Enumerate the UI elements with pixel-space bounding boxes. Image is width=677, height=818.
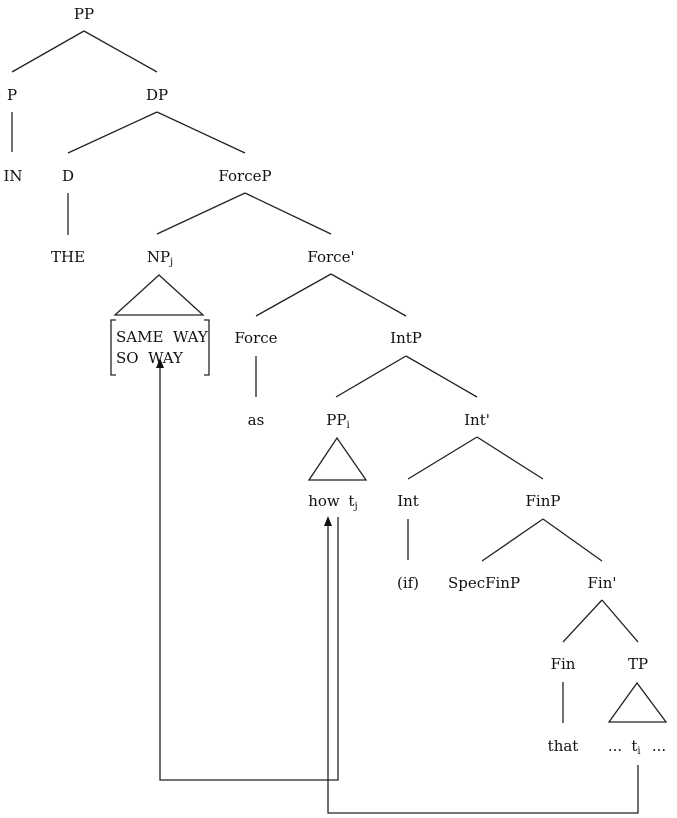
node-intp: IntP [390,329,422,347]
node-force-text: Force [234,329,278,347]
node-dp-text: DP [145,86,169,104]
node-fin-text: Fin [550,655,576,673]
leaf-same-way: SAME WAY [116,328,208,346]
leaf-if-text: (if) [396,574,420,592]
ellipsis-left: ... [608,737,622,755]
np-index: j [170,257,174,268]
node-tp: TP [628,655,648,673]
leaf-if: (if) [397,574,419,592]
leaf-as: as [248,411,265,429]
leaf-so-way: SO WAY [116,349,183,367]
leaf-in-text: IN [3,167,23,185]
node-pp-root-text: PP [73,5,95,23]
ellipsis-right-text: ... [651,737,667,755]
trace-t-i-text: t [631,737,638,755]
node-forcep-text: ForceP [218,167,272,185]
node-d: D [62,167,74,185]
trace-t-j-index: j [354,501,358,512]
node-d-text: D [61,167,75,185]
node-pp-i: PPi [326,411,350,431]
node-intp-text: IntP [390,329,422,347]
np-bracket-content: SAME WAY SO WAY [116,327,208,369]
node-p: P [7,86,17,104]
leaf-in: IN [3,167,22,185]
node-force-bar-text: Force' [307,248,355,266]
leaf-the: THE [51,248,85,266]
arrowhead-i [324,516,332,526]
node-finp-text: FinP [525,492,561,510]
node-fin-bar: Fin' [588,574,617,592]
node-pp-i-text: PP [326,411,347,429]
movement-path-i [327,525,639,814]
leaf-the-text: THE [50,248,86,266]
leaf-as-text: as [247,411,265,429]
movement-path-j [159,368,339,781]
trace-t-j-text: t [348,492,355,510]
leaf-how: how [308,492,340,510]
node-forcep: ForceP [218,167,271,185]
pp-i-index: i [346,420,350,431]
node-np-j: NPj [146,248,174,268]
node-int-bar: Int' [464,411,490,429]
arrowhead-j [156,358,164,368]
node-pp-root: PP [74,5,94,23]
node-int-bar-text: Int' [464,411,490,429]
ellipsis-right: ... [652,737,666,755]
node-fin: Fin [551,655,576,673]
node-force-bar: Force' [307,248,354,266]
node-fin-bar-text: Fin' [587,574,617,592]
node-dp: DP [146,86,168,104]
node-specfinp: SpecFinP [448,574,520,592]
trace-t-i-index: i [637,746,641,757]
node-int-text: Int [397,492,419,510]
node-np-text: NP [146,248,171,266]
ellipsis-left-text: ... [607,737,623,755]
node-force: Force [234,329,277,347]
node-finp: FinP [526,492,561,510]
node-int: Int [397,492,419,510]
trace-t-j: tj [348,492,358,512]
leaf-that-text: that [547,737,579,755]
node-specfinp-text: SpecFinP [447,574,521,592]
node-tp-text: TP [627,655,649,673]
node-p-text: P [6,86,18,104]
leaf-that: that [548,737,579,755]
leaf-how-text: how [308,492,340,510]
trace-t-i: ti [631,737,641,757]
